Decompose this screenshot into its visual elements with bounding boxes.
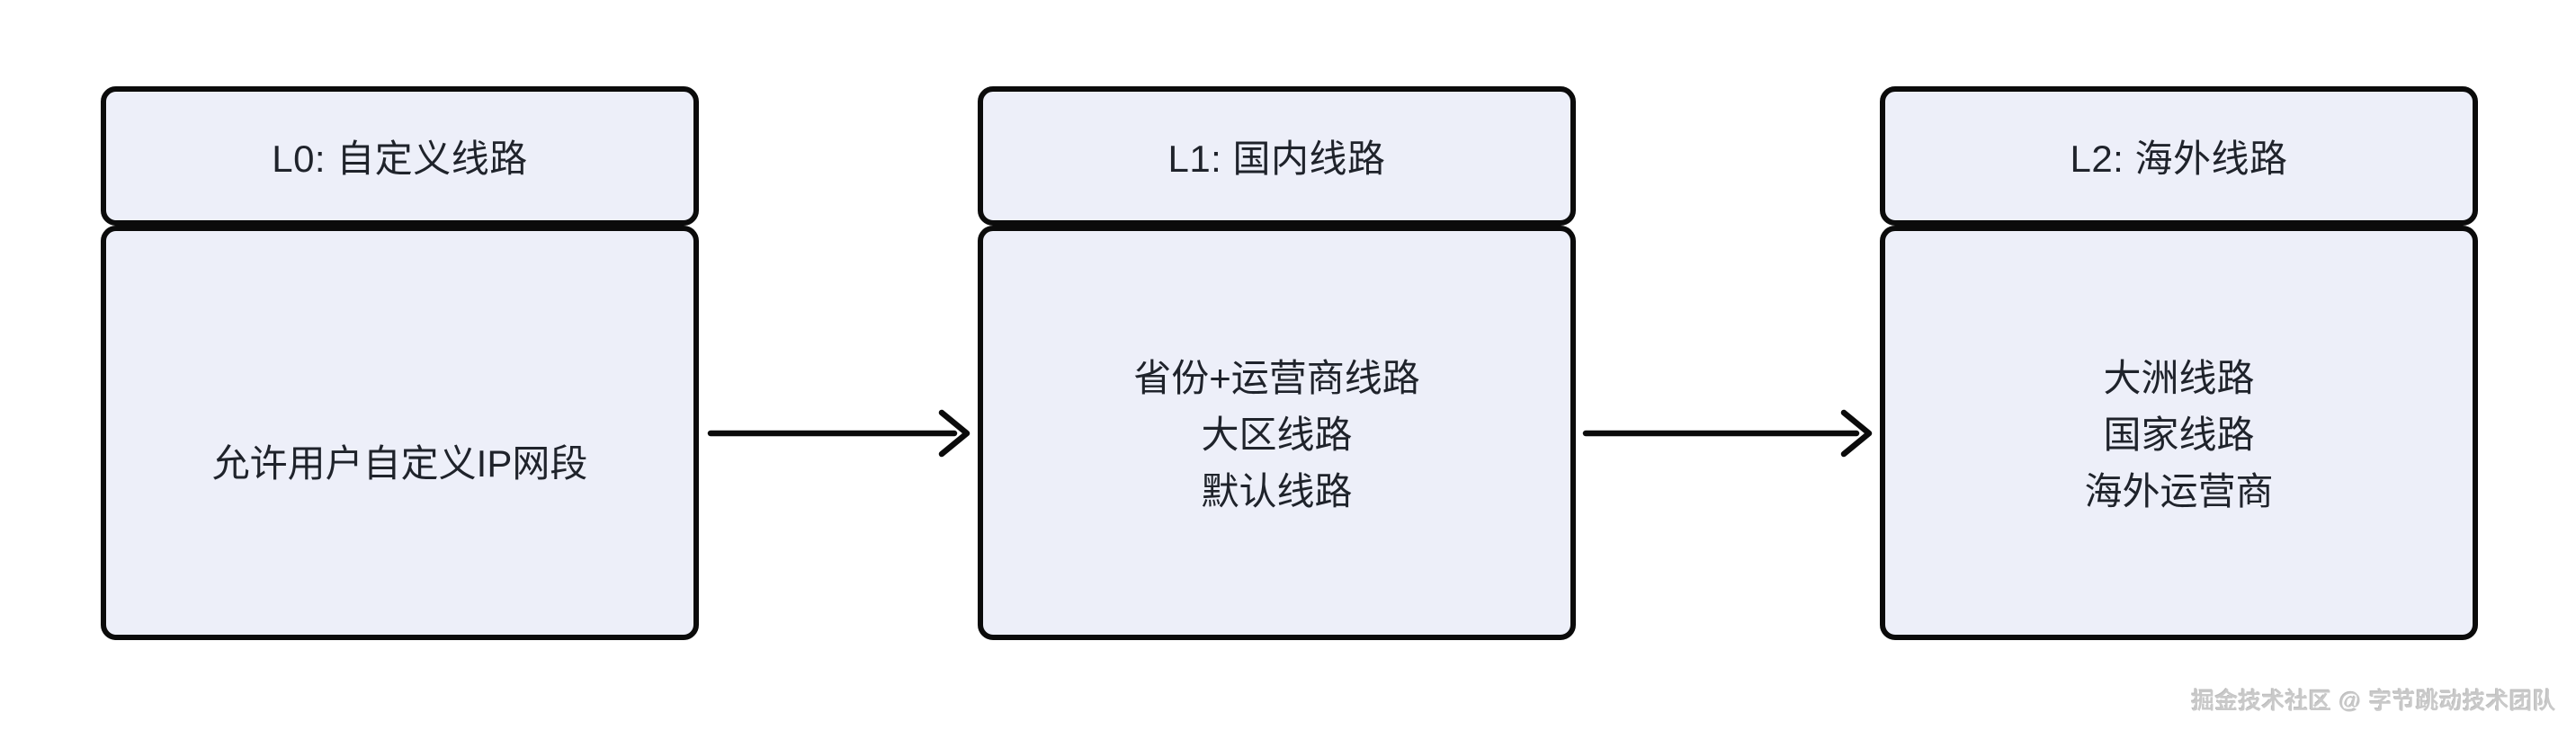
flow-node-l0: L0: 自定义线路 允许用户自定义IP网段: [101, 86, 699, 640]
flow-node-l2-title: L2: 海外线路: [2070, 138, 2288, 180]
flow-node-l2-header: L2: 海外线路: [1880, 86, 2478, 226]
arrow-head-icon: [938, 409, 970, 458]
body-line: 允许用户自定义IP网段: [211, 442, 588, 485]
watermark: 掘金技术社区 @ 字节跳动技术团队: [2191, 689, 2556, 714]
flow-node-l1: L1: 国内线路 省份+运营商线路 大区线路 默认线路: [978, 86, 1576, 640]
flow-node-l1-header: L1: 国内线路: [978, 86, 1576, 226]
arrow-head-icon: [1840, 409, 1873, 458]
body-line: 省份+运营商线路: [1133, 357, 1420, 399]
flow-node-l1-body: 省份+运营商线路 大区线路 默认线路: [978, 226, 1576, 640]
body-line: 默认线路: [1201, 470, 1353, 512]
flow-node-l1-title: L1: 国内线路: [1167, 138, 1386, 180]
flow-node-l0-title: L0: 自定义线路: [272, 138, 528, 180]
arrow-l0-to-l1: [707, 409, 970, 458]
body-line: 大洲线路: [2103, 357, 2255, 399]
flow-node-l1-text: 省份+运营商线路 大区线路 默认线路: [1133, 346, 1420, 520]
flow-node-l2: L2: 海外线路 大洲线路 国家线路 海外运营商: [1880, 86, 2478, 640]
flow-node-l0-header: L0: 自定义线路: [101, 86, 699, 226]
body-line: 国家线路: [2103, 414, 2255, 456]
flow-node-l2-text: 大洲线路 国家线路 海外运营商: [2084, 346, 2273, 520]
flow-node-l2-body: 大洲线路 国家线路 海外运营商: [1880, 226, 2478, 640]
flow-node-l0-text: 允许用户自定义IP网段: [212, 432, 588, 492]
body-line: 大区线路: [1201, 414, 1353, 456]
body-line: 海外运营商: [2084, 470, 2274, 512]
flow-node-l0-body: 允许用户自定义IP网段: [101, 226, 699, 640]
arrow-l1-to-l2: [1582, 409, 1873, 458]
